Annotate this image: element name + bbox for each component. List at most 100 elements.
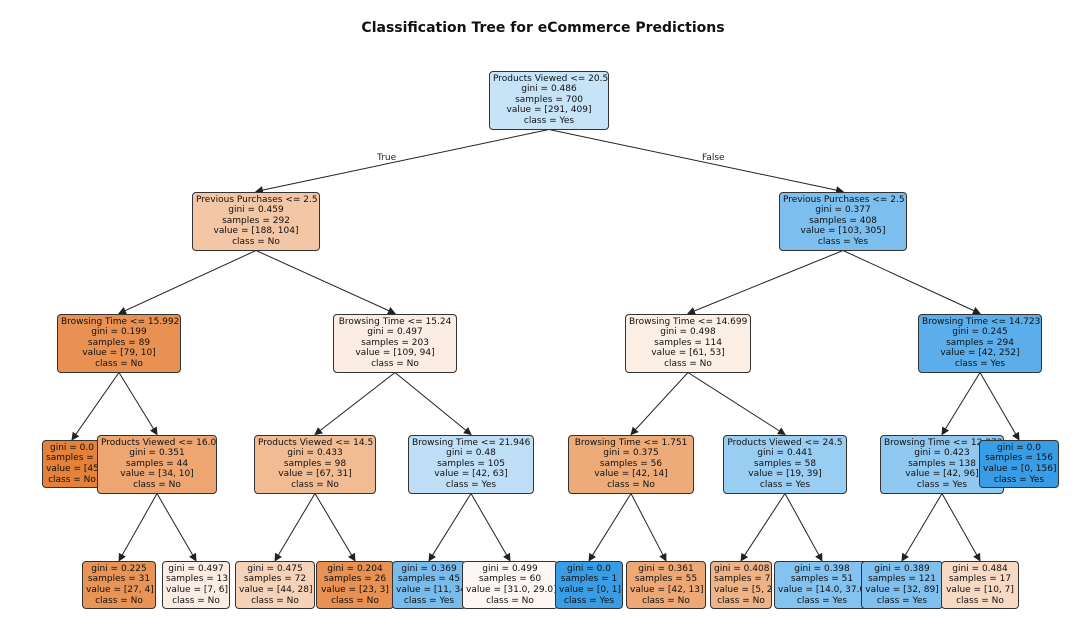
node-line: value = [42, 14] (594, 469, 668, 480)
node-line: class = Yes (563, 595, 615, 606)
node-line: gini = 0.389 (874, 563, 930, 574)
node-line: value = [19, 39] (748, 469, 822, 480)
edge-n1-n4 (255, 250, 396, 315)
node-line: class = No (251, 595, 299, 606)
node-line: class = Yes (796, 595, 848, 606)
node-line: value = [44, 28] (239, 584, 313, 595)
node-line: gini = 0.408 (714, 563, 770, 574)
node-line: gini = 0.486 (521, 84, 577, 95)
edge-n3-n7 (71, 372, 120, 441)
edge-n2-n6 (842, 250, 981, 315)
edge-n5-n12 (687, 372, 786, 436)
edge-n8-n16 (156, 493, 197, 562)
node-line: Previous Purchases <= 2.5 (196, 194, 318, 205)
node-line: value = [0, 1] (559, 584, 622, 595)
node-line: value = [61, 53] (651, 348, 725, 359)
node-line: value = [31.0, 29.0] (466, 584, 557, 595)
node-line: gini = 0.497 (168, 563, 224, 574)
node-line: samples = 26 (323, 574, 387, 585)
node-line: class = Yes (954, 358, 1006, 369)
node-line: Browsing Time <= 15.24 (338, 316, 452, 327)
node-line: Products Viewed <= 14.5 (258, 437, 374, 448)
node-line: class = Yes (993, 474, 1045, 485)
node-line: class = Yes (817, 236, 869, 247)
edge-label-true: True (377, 153, 397, 163)
node-line: gini = 0.433 (287, 448, 343, 459)
edge-n8-n15 (118, 493, 158, 562)
node-line: Previous Purchases <= 2.5 (783, 194, 905, 205)
node-line: gini = 0.0 (50, 442, 94, 453)
node-line: gini = 0.475 (247, 563, 303, 574)
node-line: Browsing Time <= 21.946 (412, 437, 531, 448)
node-line: gini = 0.459 (228, 205, 284, 216)
node-line: class = Yes (403, 595, 455, 606)
node-line: samples = 700 (515, 94, 583, 105)
node-line: value = [42, 63] (434, 469, 508, 480)
edge-n3-n8 (118, 372, 158, 436)
node-line: value = [291, 409] (506, 105, 592, 116)
node-line: gini = 0.199 (91, 327, 147, 338)
node-line: gini = 0.441 (757, 448, 813, 459)
node-line: value = [42, 13] (630, 584, 704, 595)
node-line: value = [23, 3] (321, 584, 389, 595)
node-line: class = No (664, 358, 712, 369)
node-line: class = No (607, 479, 655, 490)
edge-n2-n5 (687, 250, 844, 315)
node-line: value = [188, 104] (213, 226, 299, 237)
node-line: samples = 105 (437, 458, 505, 469)
node-line: value = [42, 96] (905, 469, 979, 480)
node-line: samples = 7 (714, 574, 771, 585)
node-line: value = [67, 31] (278, 469, 352, 480)
node-line: value = [11, 34] (396, 584, 466, 595)
node-line: samples = 31 (87, 574, 151, 585)
node-line: gini = 0.484 (952, 563, 1008, 574)
node-line: samples = 114 (654, 337, 722, 348)
node-line: samples = 44 (125, 458, 189, 469)
node-line: class = No (486, 595, 534, 606)
node-line: samples = 292 (222, 215, 290, 226)
node-line: class = No (95, 595, 143, 606)
edge-n4-n10 (394, 372, 472, 436)
edge-n13-n26 (941, 493, 981, 562)
node-line: value = [79, 10] (82, 348, 156, 359)
edge-n10-n20 (470, 493, 511, 562)
node-line: class = No (232, 236, 280, 247)
edge-n9-n17 (274, 493, 316, 562)
node-line: gini = 0.498 (660, 327, 716, 338)
node-line: class = No (48, 474, 96, 485)
node-line: gini = 0.204 (327, 563, 383, 574)
node-line: samples = 1 (560, 574, 618, 585)
node-line: gini = 0.361 (638, 563, 694, 574)
node-line: gini = 0.398 (794, 563, 850, 574)
edge-n13-n25 (901, 493, 943, 562)
node-line: samples = 89 (87, 337, 151, 348)
edge-n9-n18 (314, 493, 356, 562)
node-line: value = [10, 7] (946, 584, 1014, 595)
edge-n10-n19 (428, 493, 472, 562)
node-line: class = No (95, 358, 143, 369)
node-line: class = No (956, 595, 1004, 606)
node-line: Products Viewed <= 20.5 (493, 73, 609, 84)
node-line: class = No (717, 595, 765, 606)
node-line: samples = 45 (397, 574, 461, 585)
node-line: gini = 0.0 (997, 442, 1041, 453)
node-line: class = No (291, 479, 339, 490)
node-line: samples = 408 (809, 215, 877, 226)
node-line: samples = 51 (790, 574, 854, 585)
chart-title: Classification Tree for eCommerce Predic… (361, 20, 725, 36)
node-line: value = [7, 6] (166, 584, 229, 595)
node-line: class = No (133, 479, 181, 490)
